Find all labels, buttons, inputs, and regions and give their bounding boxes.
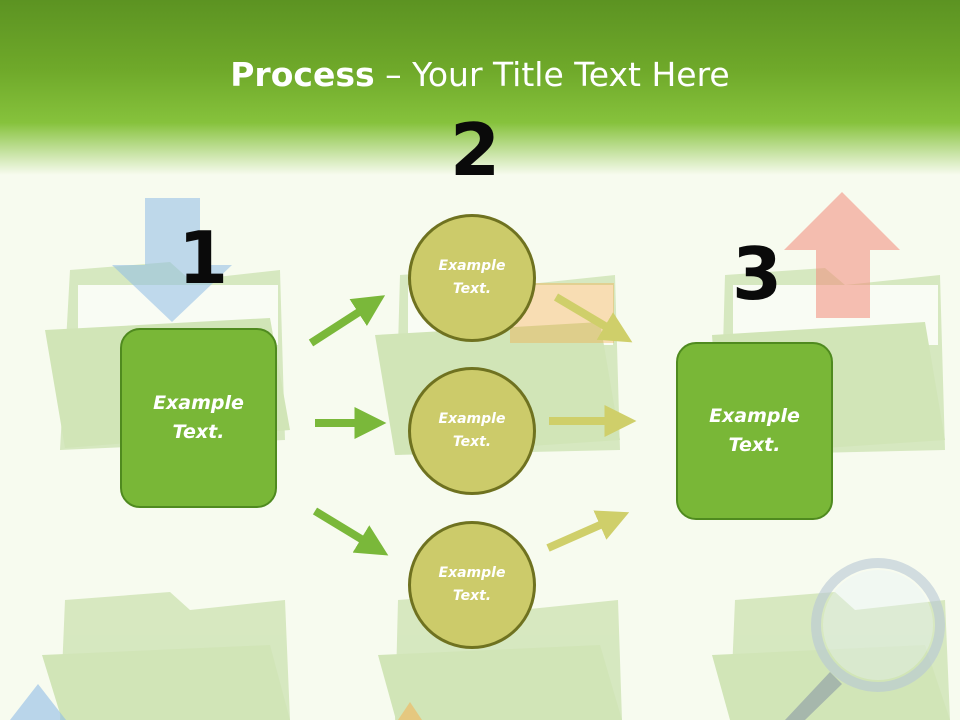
circle-label: Example Text. — [438, 258, 506, 297]
arrow-icon — [10, 684, 66, 720]
title-rest: – Your Title Text Here — [374, 55, 730, 94]
step-number-3: 3 — [732, 232, 783, 316]
step-3-label: Example Text. — [709, 405, 800, 456]
magnifier-icon — [785, 558, 945, 720]
header-band — [0, 0, 960, 175]
circle-label: Example Text. — [438, 565, 506, 604]
step-2-circle-bottom: Example Text. — [408, 521, 536, 649]
step-1-box: Example Text. — [120, 328, 277, 508]
title-bold: Process — [230, 55, 375, 94]
step-3-box: Example Text. — [676, 342, 833, 520]
step-number-1: 1 — [178, 216, 229, 300]
step-number-2: 2 — [450, 108, 501, 192]
step-2-circle-middle: Example Text. — [408, 367, 536, 495]
download-arrow-icon — [112, 198, 232, 322]
step-2-circle-top: Example Text. — [408, 214, 536, 342]
step-1-label: Example Text. — [153, 392, 244, 443]
circle-label: Example Text. — [438, 411, 506, 450]
upload-arrow-icon — [784, 192, 900, 318]
arrow-icon — [398, 702, 422, 720]
folder-icon — [42, 592, 290, 720]
page-title: Process – Your Title Text Here — [0, 52, 960, 98]
